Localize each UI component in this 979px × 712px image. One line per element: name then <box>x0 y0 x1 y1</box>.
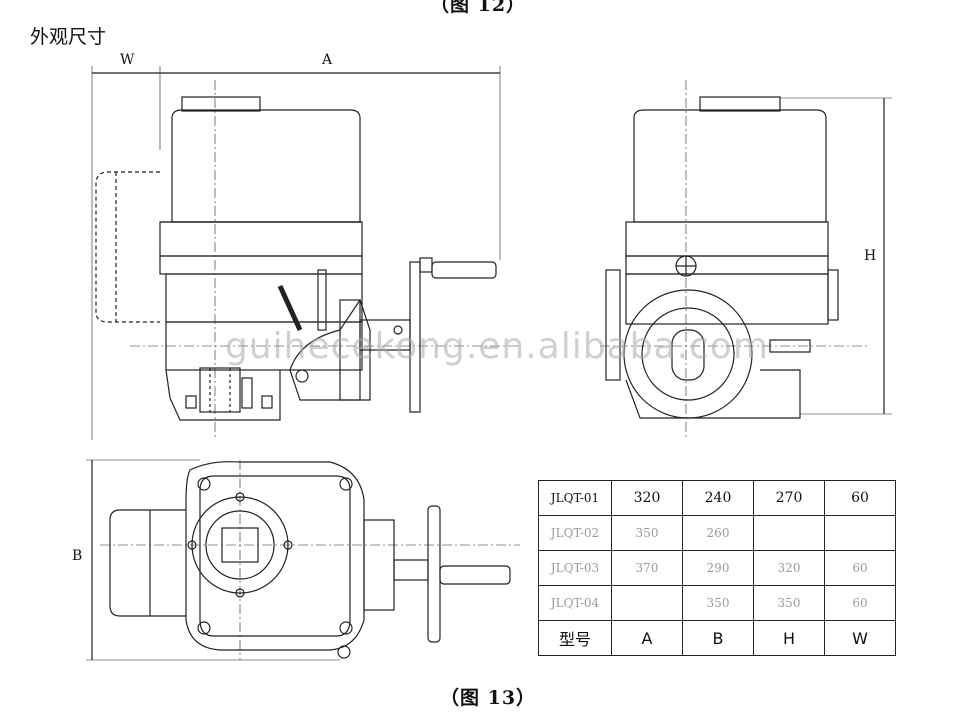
table-cell: JLQT-04 <box>538 585 612 621</box>
table-row: JLQT-03 370 290 320 60 <box>538 550 896 586</box>
table-header-cell: H <box>753 620 825 656</box>
table-header-row: 型号 A B H W <box>538 620 896 656</box>
table-cell: 290 <box>682 550 754 586</box>
section-title: 外观尺寸 <box>30 26 107 48</box>
table-cell: 320 <box>611 480 683 516</box>
figure-caption-bottom: （图 13） <box>440 687 537 709</box>
table-cell: 350 <box>611 515 683 551</box>
table-cell <box>611 585 683 621</box>
table-cell: JLQT-03 <box>538 550 612 586</box>
table-cell: 60 <box>824 480 896 516</box>
table-row: JLQT-01 320 240 270 60 <box>538 480 896 516</box>
table-cell: 240 <box>682 480 754 516</box>
table-cell: 350 <box>753 585 825 621</box>
table-cell: 350 <box>682 585 754 621</box>
table-row: JLQT-02 350 260 <box>538 515 896 551</box>
dim-label-b: B <box>72 548 83 564</box>
table-cell: JLQT-01 <box>538 480 612 516</box>
figure-caption-top: （图 12） <box>430 0 527 16</box>
spec-table: JLQT-01 320 240 270 60 JLQT-02 350 260 J… <box>538 480 896 656</box>
table-cell: 270 <box>753 480 825 516</box>
table-row: JLQT-04 350 350 60 <box>538 585 896 621</box>
table-cell <box>824 515 896 551</box>
table-cell: 60 <box>824 550 896 586</box>
watermark-text: guihecekong.en.alibaba.com <box>225 326 769 367</box>
table-cell: 60 <box>824 585 896 621</box>
table-cell: 260 <box>682 515 754 551</box>
dim-label-w: W <box>120 52 135 68</box>
table-header-cell: W <box>824 620 896 656</box>
table-cell: 320 <box>753 550 825 586</box>
dim-label-h: H <box>864 248 877 264</box>
table-header-cell: 型号 <box>538 620 612 656</box>
table-header-cell: A <box>611 620 683 656</box>
dim-label-a: A <box>322 52 333 68</box>
table-cell: JLQT-02 <box>538 515 612 551</box>
table-cell <box>753 515 825 551</box>
table-header-cell: B <box>682 620 754 656</box>
table-cell: 370 <box>611 550 683 586</box>
